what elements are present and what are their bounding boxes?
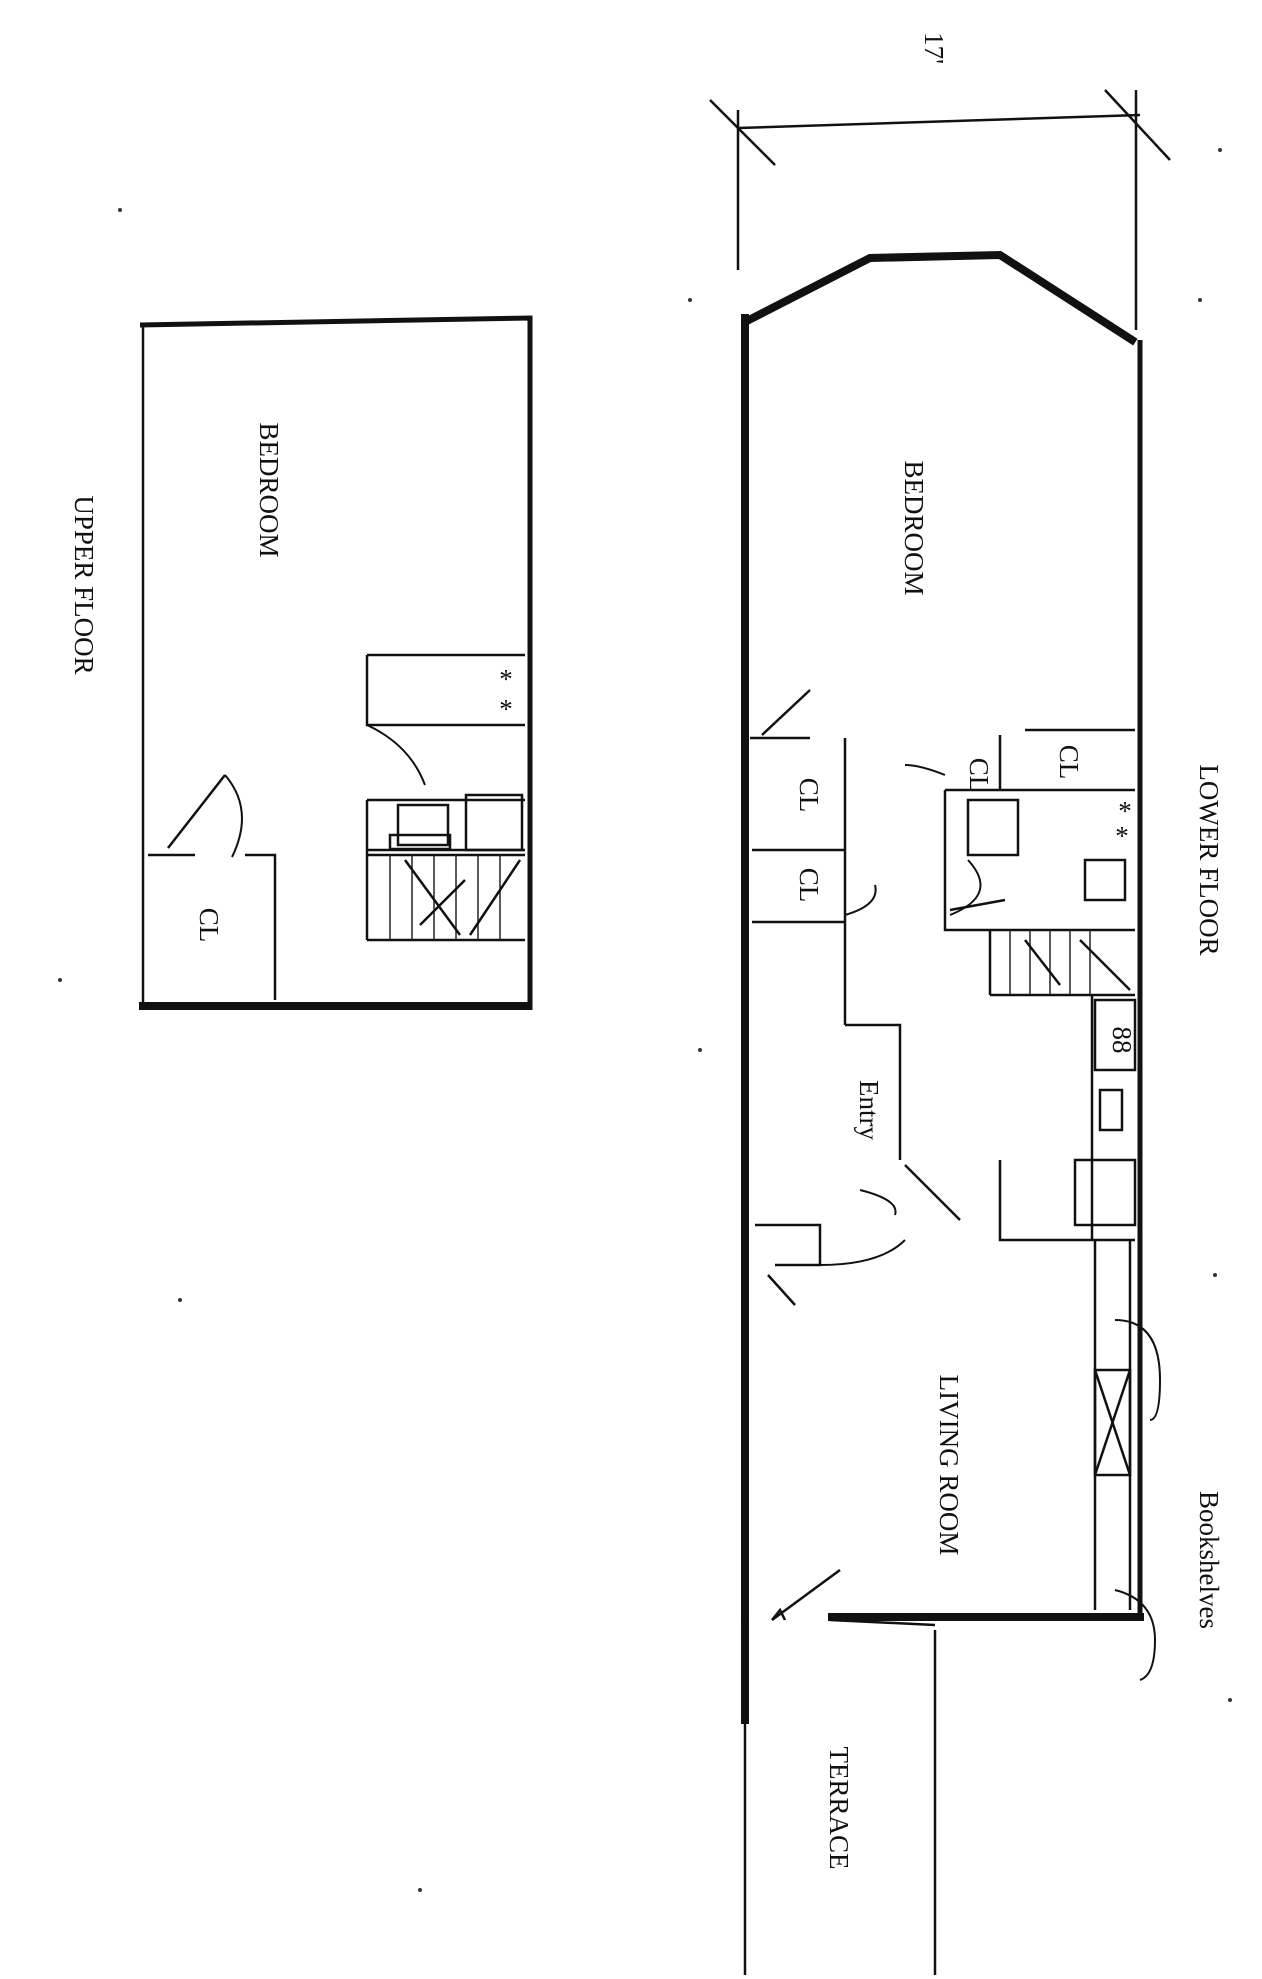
cooktop-label: 88 [1107, 1027, 1137, 1054]
bookshelves-label: Bookshelves [1194, 1491, 1224, 1629]
lower-closet-3-label: CL [1054, 745, 1084, 780]
living-room-label: LIVING ROOM [934, 1375, 964, 1556]
lower-marker-1: * [1118, 796, 1132, 826]
lower-floor-title: LOWER FLOOR [1194, 764, 1224, 955]
upper-floor-title: UPPER FLOOR [69, 495, 99, 674]
upper-marker-2: * [499, 694, 513, 724]
lower-closet-4-label: CL [964, 758, 994, 793]
lower-closet-1-label: CL [794, 778, 824, 813]
upper-marker-1: * [499, 664, 513, 694]
scan-specks [58, 148, 1232, 1892]
lower-closet-2-label: CL [794, 868, 824, 903]
upper-floor-plan: * * BEDROOM CL UPPER FLOOR [69, 315, 533, 1010]
lower-marker-2: * [1115, 821, 1129, 851]
dimension-line: 17' [709, 32, 1171, 330]
terrace-label: TERRACE [824, 1746, 854, 1869]
upper-bedroom-label: BEDROOM [254, 422, 284, 557]
lower-floor-plan: CL CL Entry CL CL * * [741, 250, 1224, 1975]
lower-bedroom-label: BEDROOM [899, 460, 929, 595]
entry-label: Entry [854, 1080, 884, 1140]
upper-closet-label: CL [194, 908, 224, 943]
dimension-label: 17' [919, 32, 949, 64]
